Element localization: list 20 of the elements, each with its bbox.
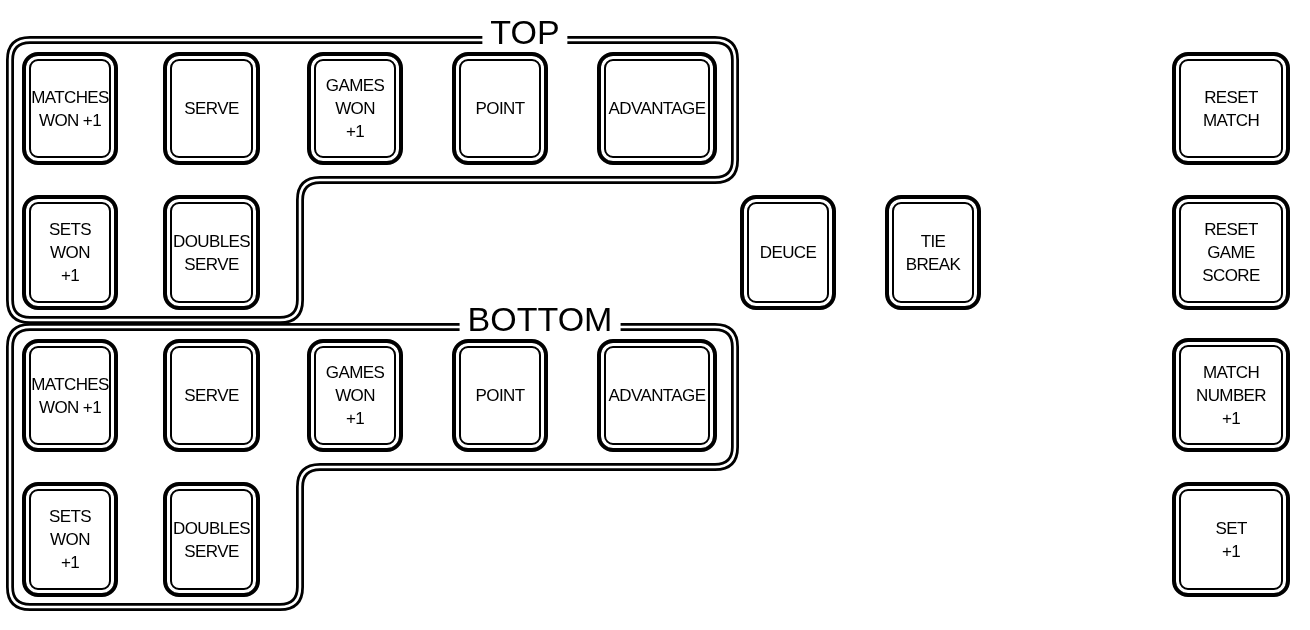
key-button: SETS WON +1	[22, 195, 118, 310]
key-button: MATCHES WON +1	[22, 339, 118, 452]
key-button: DOUBLES SERVE	[163, 482, 260, 597]
key-button: GAMES WON +1	[307, 52, 403, 165]
key-button: RESET GAME SCORE	[1172, 195, 1290, 310]
key-button: MATCHES WON +1	[22, 52, 118, 165]
key-button: ADVANTAGE	[597, 339, 717, 452]
key-button: SET +1	[1172, 482, 1290, 597]
key-button: SERVE	[163, 52, 260, 165]
key-button: DEUCE	[740, 195, 836, 310]
key-button: POINT	[452, 52, 548, 165]
key-button: MATCH NUMBER +1	[1172, 338, 1290, 452]
key-button: TIE BREAK	[885, 195, 981, 310]
key-button: DOUBLES SERVE	[163, 195, 260, 310]
key-button: SETS WON +1	[22, 482, 118, 597]
key-button: GAMES WON +1	[307, 339, 403, 452]
key-button: RESET MATCH	[1172, 52, 1290, 165]
key-button: SERVE	[163, 339, 260, 452]
key-button: ADVANTAGE	[597, 52, 717, 165]
key-button: POINT	[452, 339, 548, 452]
